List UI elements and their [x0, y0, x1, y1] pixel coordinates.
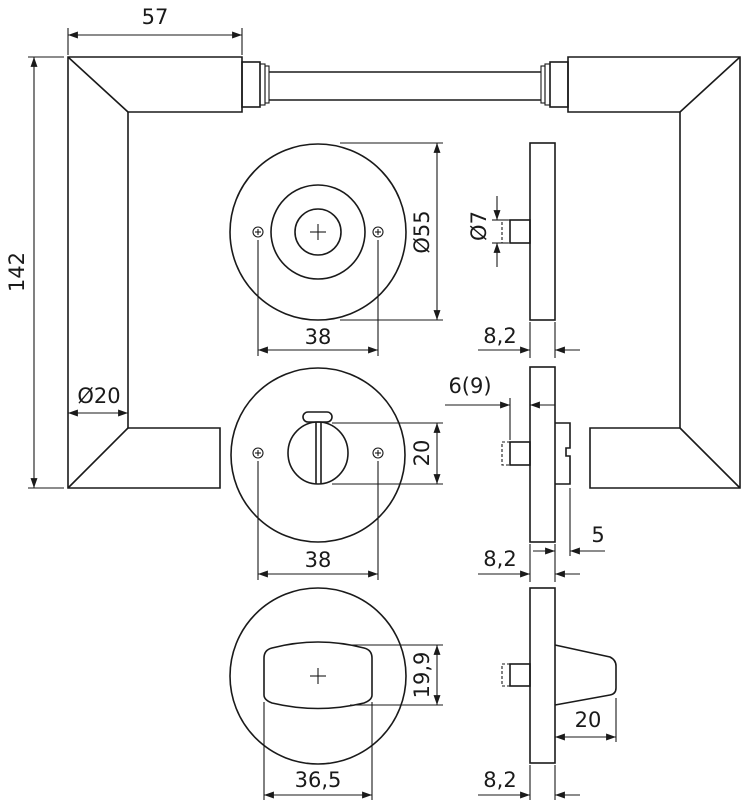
screw-icon	[372, 226, 384, 238]
dimension-knob-depth: 20	[555, 698, 617, 742]
dimension-label: 5	[591, 523, 604, 547]
dimension-rose-thickness: 8,2	[478, 322, 580, 358]
lever-rose-front	[229, 143, 407, 321]
dimension-handle-height: 142	[5, 56, 64, 489]
dimension-label: Ø20	[77, 384, 120, 408]
dimension-rose-thickness: 8,2	[478, 544, 580, 582]
right-lever-handle	[567, 56, 741, 489]
dimension-handle-diameter: Ø20	[68, 384, 128, 417]
dimension-screw-spacing: 38	[257, 461, 379, 580]
dimension-label: Ø55	[410, 210, 434, 253]
dimension-label: 142	[5, 252, 29, 292]
dimension-label: 19,9	[410, 652, 434, 699]
dimension-label: Ø7	[467, 211, 491, 241]
dimension-handle-length: 57	[67, 5, 243, 55]
dimension-label: 38	[305, 548, 332, 572]
dimension-turn-projection: 5	[533, 488, 605, 556]
dimension-label: 6(9)	[448, 374, 491, 398]
dimension-label: 36,5	[295, 768, 342, 792]
dimension-rose-diameter: Ø55	[340, 142, 443, 321]
dimension-label: 20	[410, 440, 434, 467]
dimension-spindle-diameter: Ø7	[467, 196, 508, 267]
dimension-turn-height: 20	[332, 422, 443, 485]
lever-rose-side	[501, 142, 556, 321]
turn-rose-side	[501, 366, 571, 543]
dimension-label: 8,2	[483, 324, 516, 348]
knob-rose-side	[501, 587, 617, 764]
screw-icon	[252, 226, 264, 238]
dimension-label: 57	[142, 5, 169, 29]
dimension-label: 20	[575, 708, 602, 732]
dimension-label: 8,2	[483, 547, 516, 571]
turn-rose-front	[230, 367, 406, 543]
screw-icon	[252, 447, 264, 459]
knob-rose-front	[229, 587, 407, 765]
dimension-screw-spacing: 38	[257, 240, 379, 356]
left-lever-handle	[67, 56, 243, 489]
dimension-label: 8,2	[483, 768, 516, 792]
dimension-knob-width: 36,5	[263, 702, 373, 800]
dimension-spindle-projection: 6(9)	[445, 374, 555, 440]
dimension-rose-thickness: 8,2	[478, 765, 580, 800]
dimension-label: 38	[305, 325, 332, 349]
dimension-knob-height: 19,9	[350, 644, 443, 706]
screw-icon	[372, 447, 384, 459]
spindle-bar	[241, 61, 569, 108]
